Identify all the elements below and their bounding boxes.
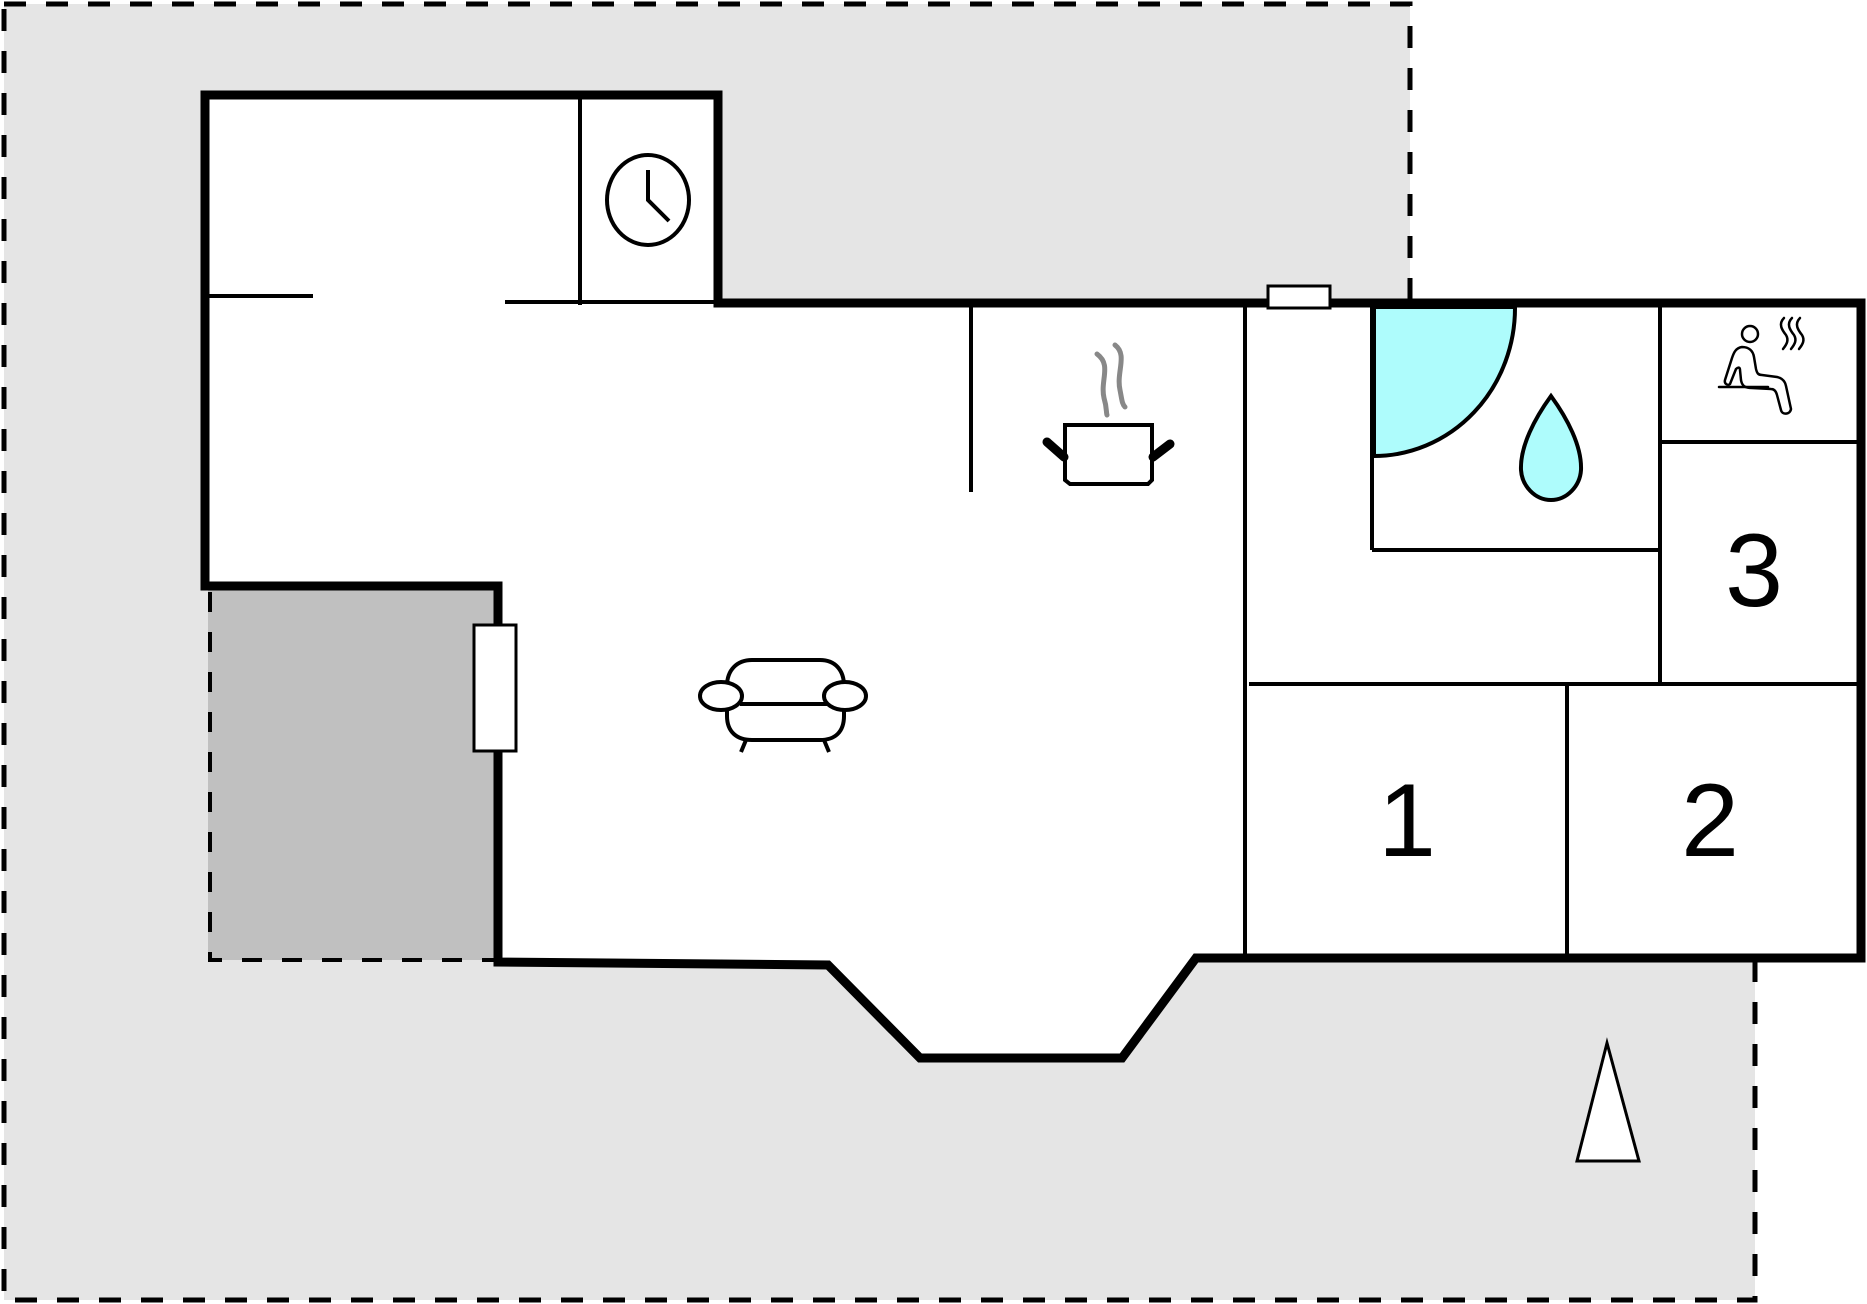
interior-walls [207,99,1858,955]
water-drop-icon [1518,392,1584,503]
north-arrow-icon [1575,1037,1641,1163]
exterior-wall [200,90,1866,1063]
room-label-2: 2 [1681,763,1739,879]
window-top [1266,284,1332,310]
terrace-door [472,623,518,753]
clock-icon [605,153,691,247]
shower-quarter-circle [1372,305,1518,459]
sauna-icon [1717,316,1805,415]
room-label-3: 3 [1725,513,1783,629]
sofa-icon [698,658,868,753]
terrace-boundary-dashed [208,592,495,962]
plot-boundary-dashed [1,1,1758,1303]
cooking-pot-icon [1042,342,1175,486]
terrace [208,590,498,960]
room-label-1: 1 [1378,763,1436,879]
